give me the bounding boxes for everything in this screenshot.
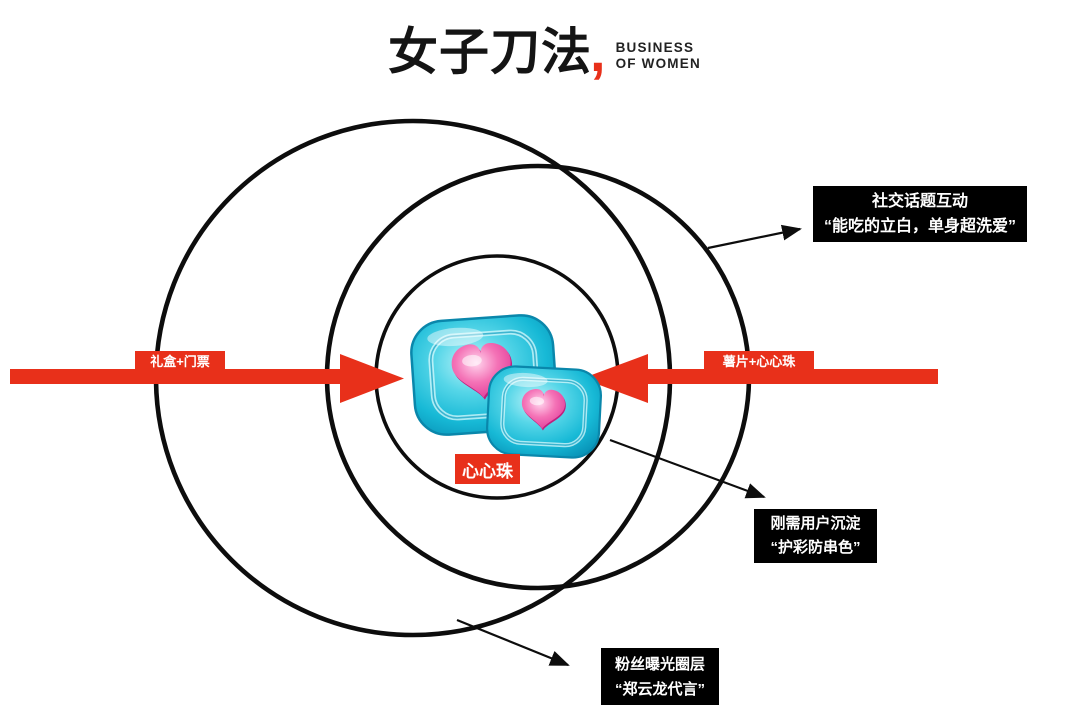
- callout-core-users-slogan: “护彩防串色”: [770, 539, 861, 556]
- brand-logotype-cn: 女子刀法: [388, 24, 592, 80]
- right-arrow-label: 薯片+心心珠: [704, 351, 814, 370]
- callout-fans-exposure: 粉丝曝光圈层 “郑云龙代言”: [601, 648, 719, 705]
- callout-social-topic: 社交话题互动 “能吃的立白，单身超洗爱”: [813, 186, 1027, 242]
- callout-fans-title: 粉丝曝光圈层: [614, 655, 705, 673]
- heart-pod-small: [485, 365, 603, 459]
- connector-social-topic: [707, 224, 802, 250]
- callout-fans-slogan: “郑云龙代言”: [614, 680, 705, 698]
- product-name-label: 心心珠: [455, 454, 520, 484]
- callout-social-slogan: “能吃的立白，单身超洗爱”: [823, 218, 1016, 235]
- brand-logotype-en: BUSINESS OF WOMEN: [616, 40, 701, 72]
- right-red-arrow: [582, 354, 938, 403]
- brand-en-line1: BUSINESS: [615, 40, 695, 55]
- brand-header: 女子刀法 , BUSINESS OF WOMEN: [0, 22, 1080, 92]
- left-arrow-label: 礼盒+门票: [135, 351, 225, 370]
- callout-social-title: 社交话题互动: [871, 193, 968, 210]
- callout-core-users: 刚需用户沉淀 “护彩防串色”: [754, 509, 877, 563]
- heart-pod-illustration: [410, 314, 603, 459]
- connector-core-users: [609, 438, 766, 499]
- heart-icon: [520, 388, 567, 432]
- callout-core-users-title: 刚需用户沉淀: [770, 515, 861, 532]
- left-red-arrow: [10, 354, 404, 403]
- connector-fans-exposure: [456, 618, 570, 667]
- brand-en-line2: OF WOMEN: [615, 56, 701, 71]
- heart-icon: [450, 341, 515, 402]
- brand-accent-comma: ,: [590, 20, 606, 83]
